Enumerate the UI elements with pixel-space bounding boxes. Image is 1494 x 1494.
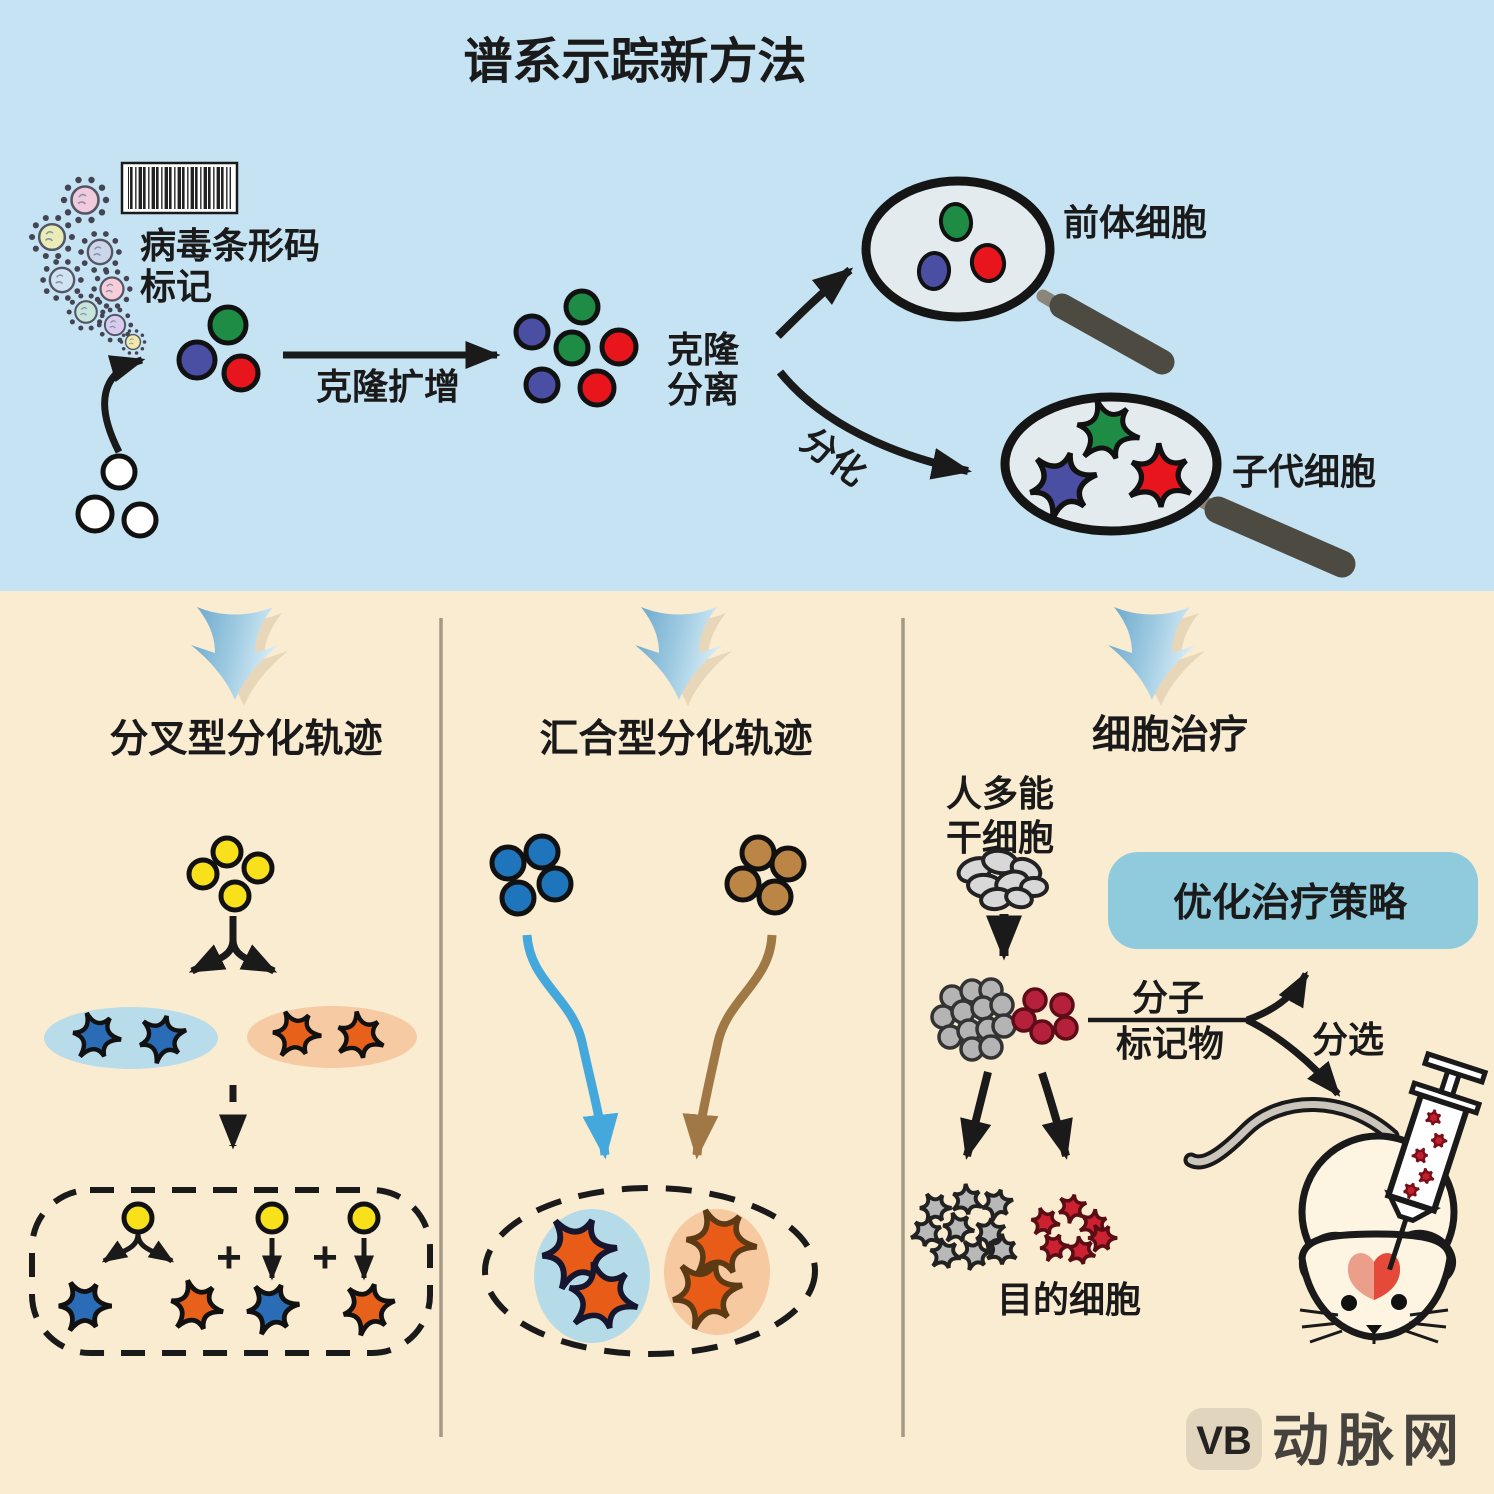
red-progenitor-cluster <box>1011 987 1079 1045</box>
stem-cell-label-line1: 人多能 <box>946 773 1054 814</box>
plus-sign-2: + <box>312 1233 338 1282</box>
to-strategy-arrow <box>1245 970 1310 1024</box>
labeling-arrow <box>101 355 146 454</box>
brown-clone-cluster <box>724 834 807 916</box>
to-precursor-arrow <box>775 266 854 339</box>
sorting-label: 分选 <box>1312 1019 1384 1060</box>
unlabeled-cells <box>75 453 159 539</box>
progeny-cells-label: 子代细胞 <box>1232 451 1376 492</box>
watermark-logo-badge <box>1186 1408 1262 1470</box>
precursor-cells-label: 前体细胞 <box>1063 202 1207 243</box>
mouse-eye-right <box>1391 1294 1407 1310</box>
convergence-boundary <box>482 1185 818 1357</box>
precursor-magnifier-icon <box>861 176 1175 375</box>
virus-barcode-label-line1: 病毒条形码 <box>140 225 320 266</box>
gray-progenitor-cluster <box>930 977 1017 1062</box>
mouse-eye-left <box>1341 1295 1357 1311</box>
syringe-icon <box>1384 1050 1489 1271</box>
blue-clone-cluster <box>489 833 574 917</box>
watermark-logo-text: VB <box>1196 1419 1252 1463</box>
right-column-header: 细胞治疗 <box>1092 714 1248 757</box>
mouse-nose <box>1366 1325 1382 1335</box>
bifurcation-arrow-right <box>229 939 278 975</box>
target-cells-label: 目的细胞 <box>997 1279 1141 1320</box>
strategy-box-label: 优化治疗策略 <box>1173 882 1408 925</box>
blue-fate-ellipse <box>44 1007 218 1069</box>
molecular-marker-label-line2: 标记物 <box>1116 1023 1224 1064</box>
molecular-marker-label-line1: 分子 <box>1132 977 1204 1018</box>
yellow-clone-cluster <box>186 835 275 913</box>
blue-trajectory-arrow <box>522 934 619 1160</box>
clonal-expansion-label: 克隆扩增 <box>316 366 460 407</box>
left-column-header: 分叉型分化轨迹 <box>109 718 382 761</box>
brown-trajectory-arrow <box>682 934 777 1160</box>
to-gray-target-arrow <box>960 1071 992 1160</box>
progeny-magnifier-icon <box>1000 392 1356 578</box>
top-section-background <box>0 0 1494 591</box>
clone-separation-label-line1: 克隆 <box>667 329 740 370</box>
mouse-illustration <box>1183 1050 1489 1344</box>
virus-barcode-label-line2: 标记 <box>140 266 212 307</box>
bifurcation-result-box <box>29 1187 433 1356</box>
bifurcation-result-content: + + <box>59 1201 401 1338</box>
watermark: VB 动脉网 <box>1186 1408 1467 1473</box>
orange-fate-ellipse <box>247 1006 417 1068</box>
watermark-site-name: 动脉网 <box>1272 1409 1467 1473</box>
clone-separation-label-line2: 分离 <box>667 369 739 410</box>
mouse-whiskers <box>1299 1308 1449 1344</box>
differentiation-arrow <box>776 369 972 480</box>
sorting-arrow <box>1245 1016 1341 1097</box>
plus-sign-1: + <box>216 1233 242 1282</box>
stem-cell-colony-icon <box>956 848 1049 912</box>
middle-column-header: 汇合型分化轨迹 <box>539 718 812 761</box>
expanded-clone-cluster <box>513 288 639 408</box>
page-title: 谱系示踪新方法 <box>463 35 806 89</box>
to-red-target-arrow <box>1038 1071 1073 1160</box>
labeled-cell-trio <box>176 304 261 393</box>
barcode-icon <box>120 161 239 215</box>
strategy-box <box>1108 852 1478 949</box>
